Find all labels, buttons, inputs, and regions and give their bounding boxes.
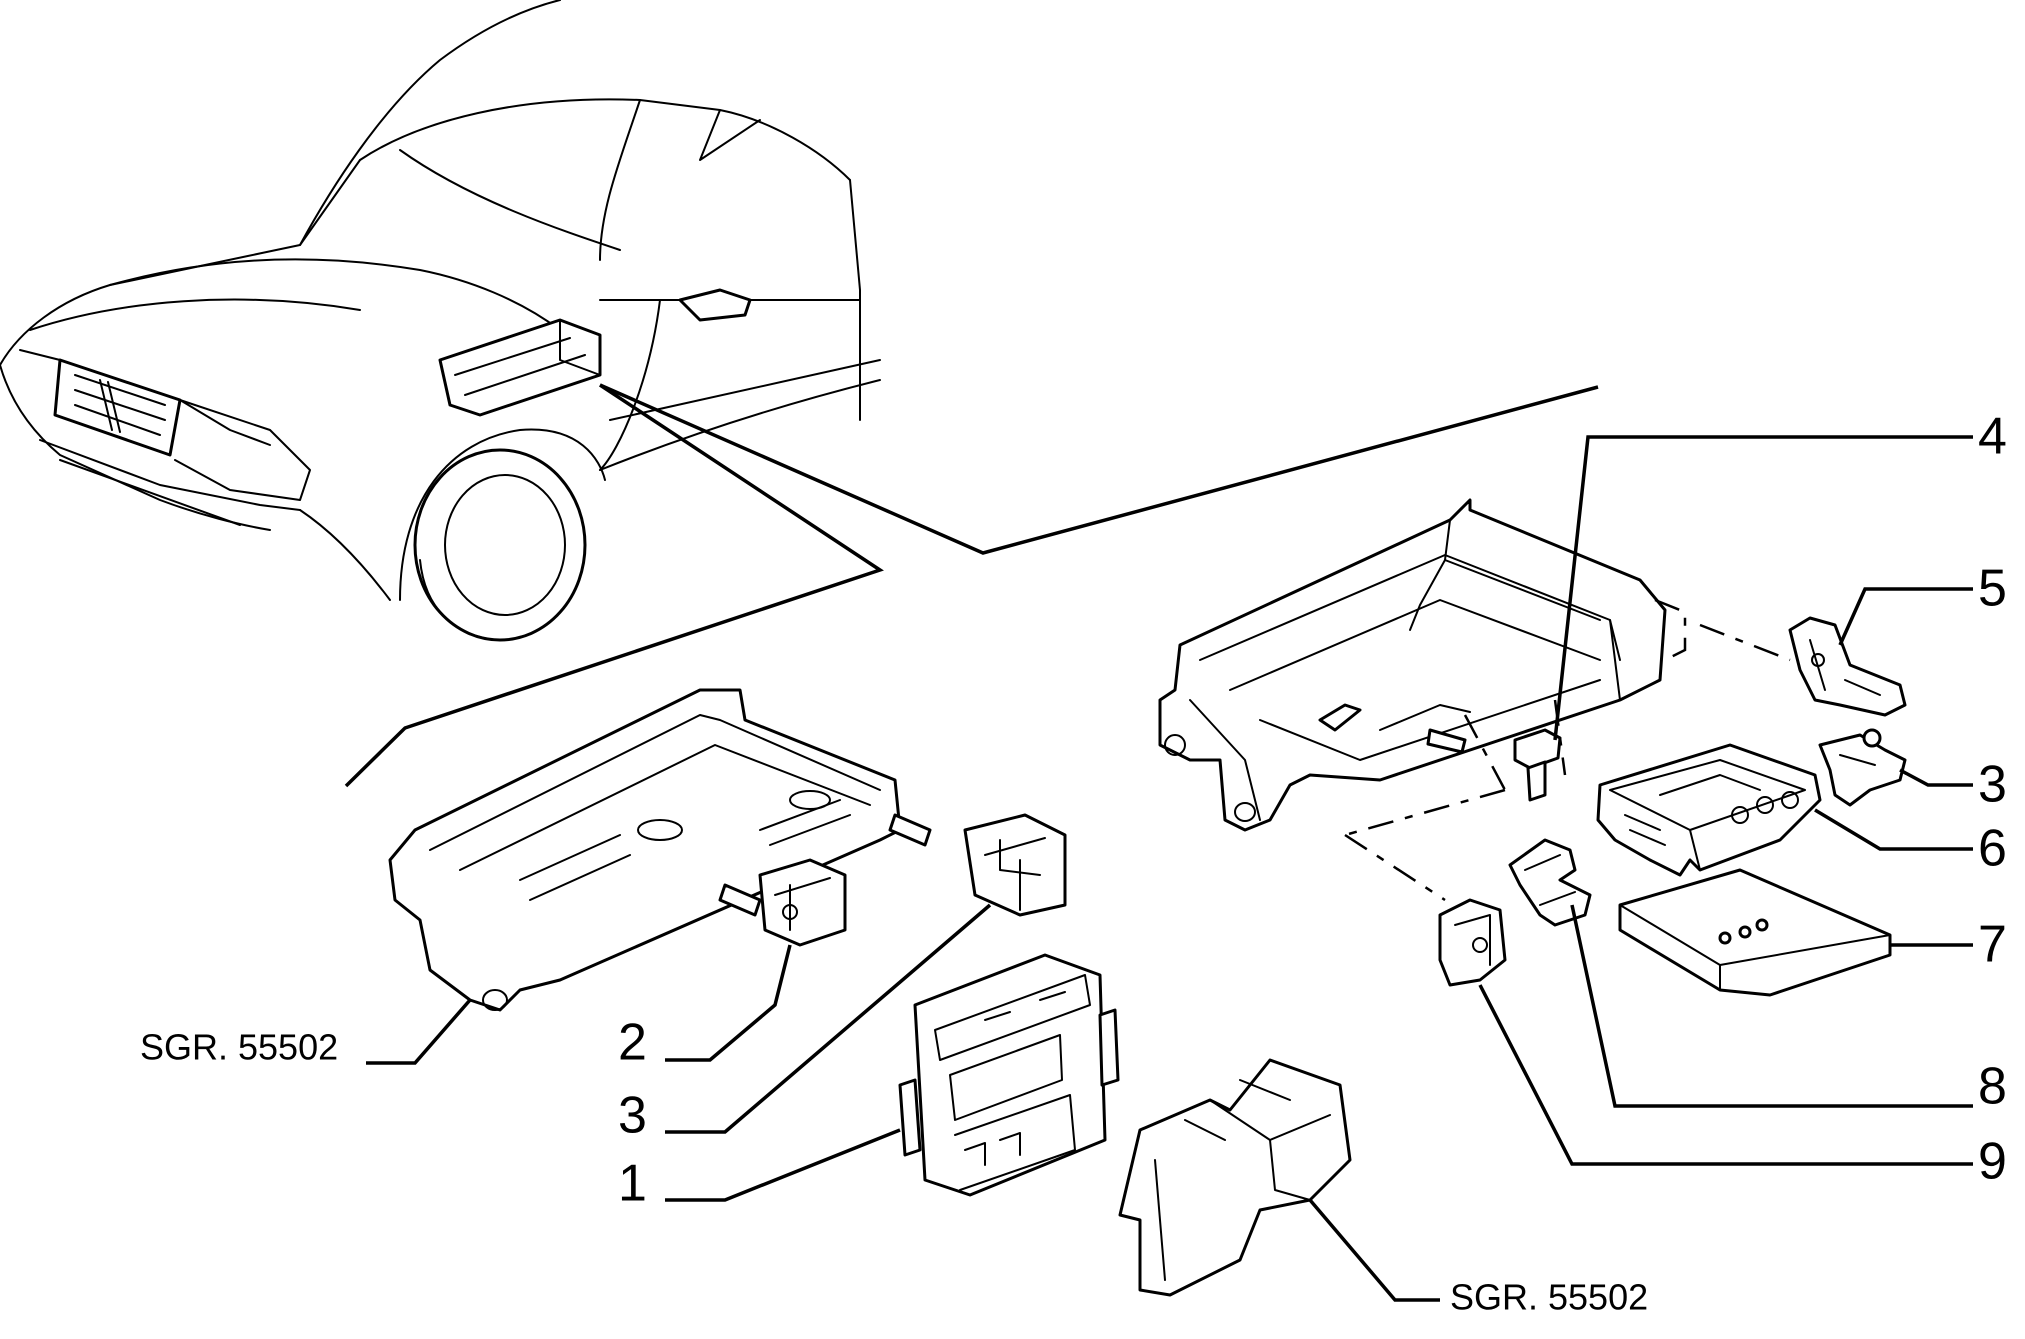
bottom-ecu-cover — [1118, 1058, 1352, 1297]
callout-1: 1 — [618, 1155, 647, 1213]
part-3-right-clip — [1818, 728, 1907, 807]
part-3-left-clip — [963, 813, 1067, 917]
left-ecu-bracket — [388, 688, 932, 1012]
part-5-bracket — [1788, 616, 1907, 717]
callout-3-right: 3 — [1978, 756, 2007, 814]
part-1-ecu — [898, 953, 1120, 1197]
callout-2: 2 — [618, 1014, 647, 1072]
callout-5: 5 — [1978, 560, 2007, 618]
callout-8: 8 — [1978, 1058, 2007, 1116]
part-9-bracket — [1438, 898, 1507, 987]
part-6-module — [1596, 743, 1822, 877]
callout-6: 6 — [1978, 820, 2007, 878]
assembly-dash-lines — [1344, 598, 1791, 902]
callout-leaders — [366, 435, 1973, 1302]
detail-leader-lines — [344, 383, 1599, 788]
callout-7: 7 — [1978, 916, 2007, 974]
car-illustration — [0, 0, 881, 642]
reference-sgr-left: SGR. 55502 — [140, 1027, 338, 1068]
callout-3-left: 3 — [618, 1087, 647, 1145]
part-2-clip — [758, 858, 847, 947]
callout-9: 9 — [1978, 1133, 2007, 1191]
right-ecu-bracket — [1158, 498, 1667, 832]
part-4-bolt — [1513, 728, 1562, 802]
callout-4: 4 — [1978, 408, 2007, 466]
part-7-pad — [1618, 868, 1892, 997]
callout-labels: 4 5 3 6 7 8 9 2 3 1 SGR. 55502 SGR. 5550… — [140, 408, 2007, 1318]
part-8-bracket — [1508, 838, 1592, 927]
reference-sgr-bottom: SGR. 55502 — [1450, 1277, 1648, 1318]
